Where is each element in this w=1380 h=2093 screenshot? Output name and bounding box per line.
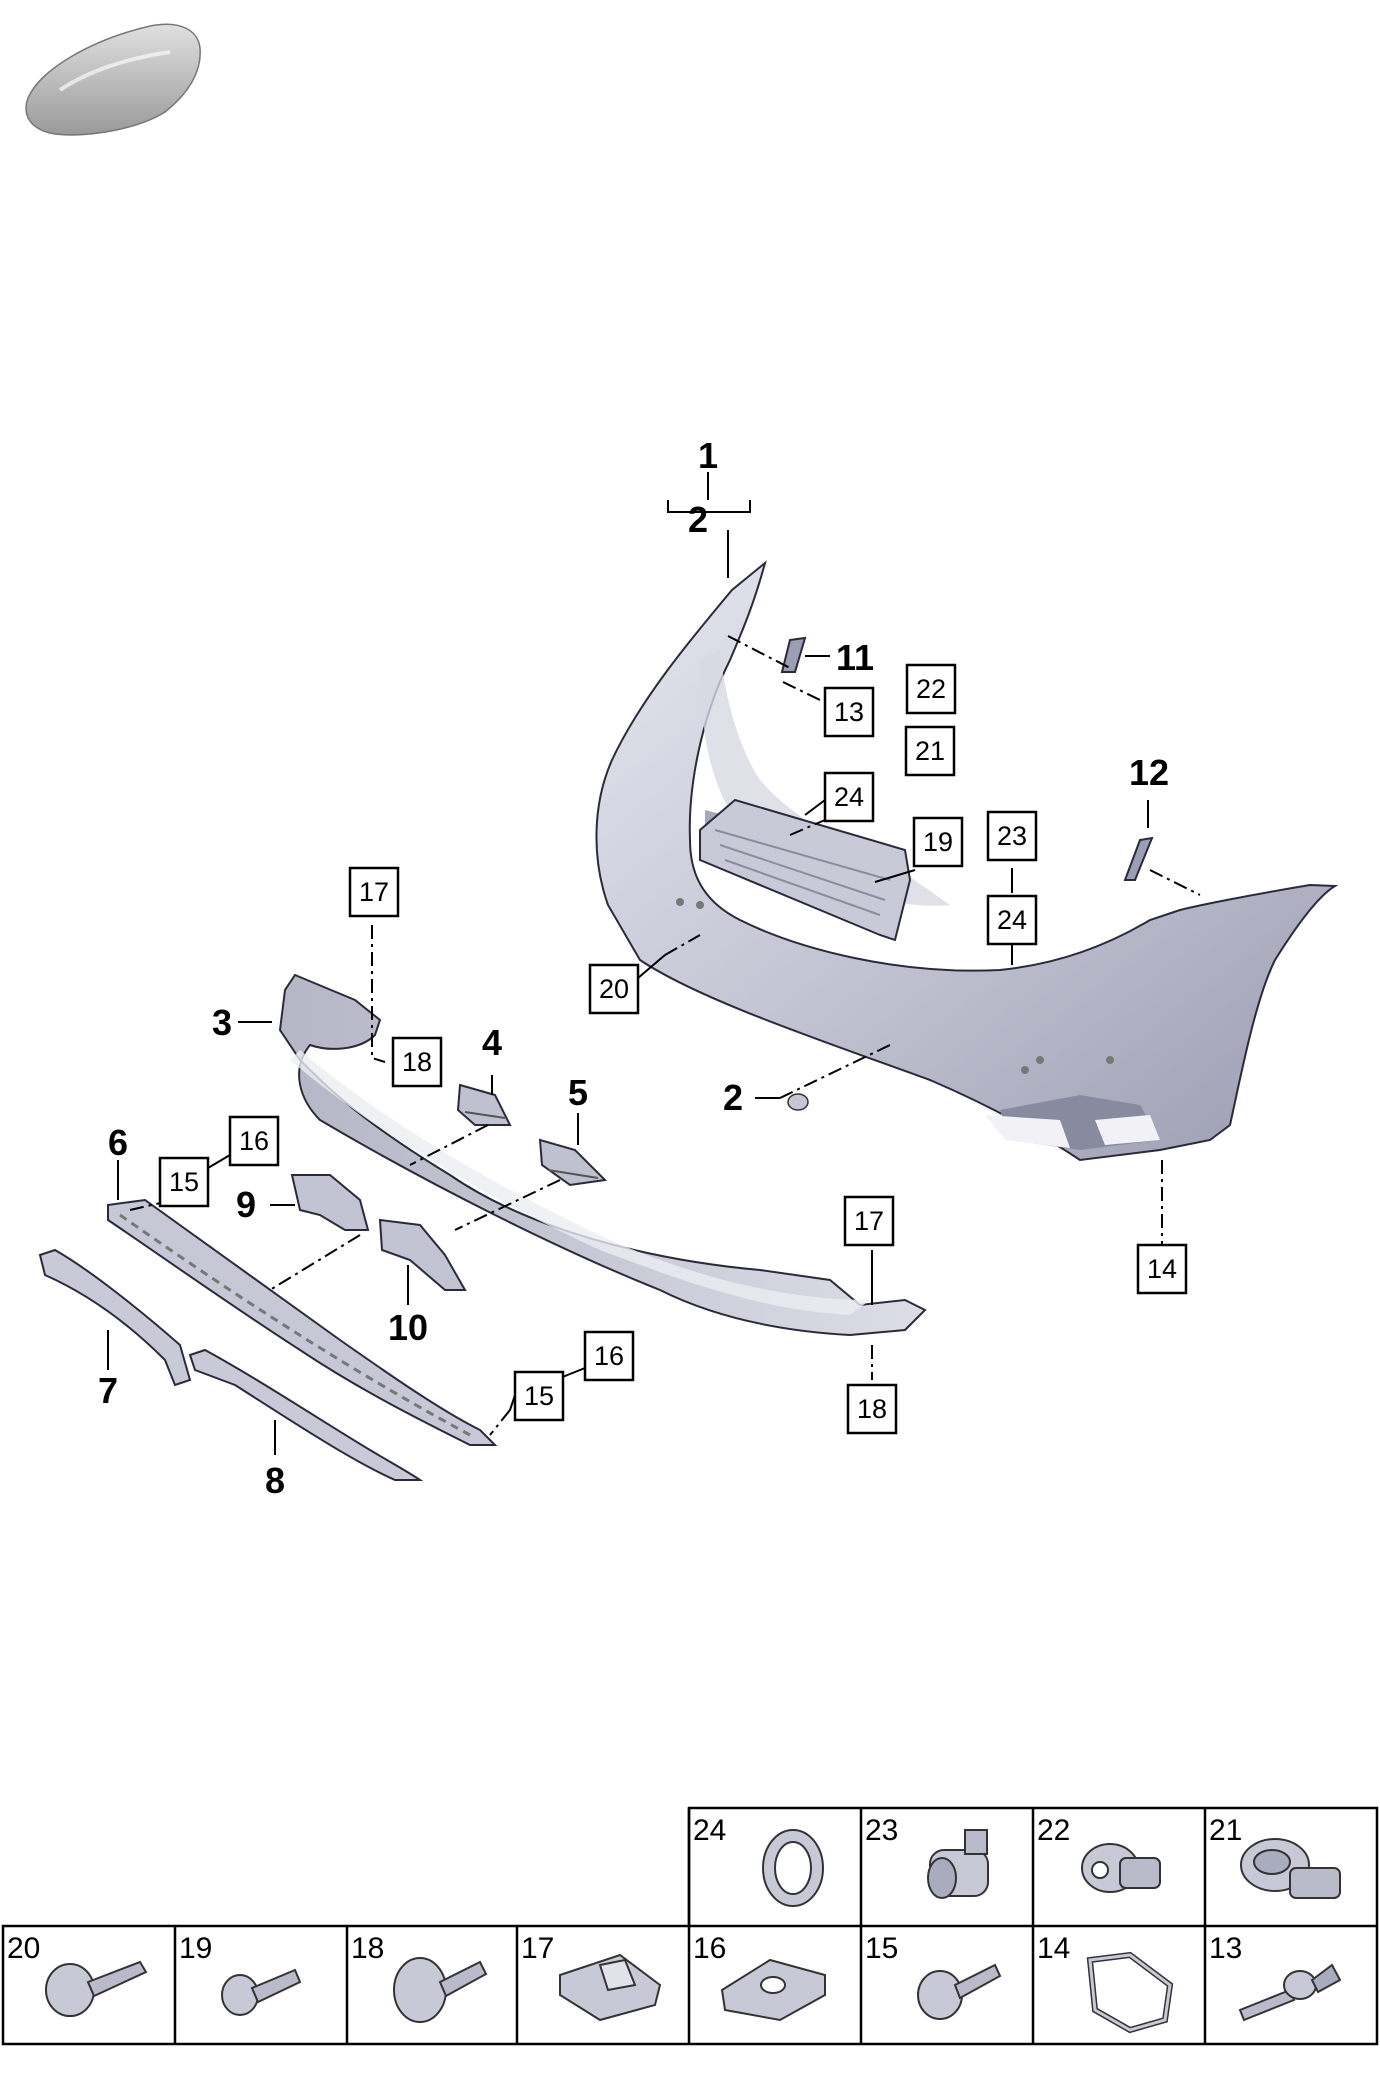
svg-text:18: 18 (402, 1047, 432, 1077)
boxed-callout-17-upper: 17 (348, 866, 400, 918)
callout-1: 1 (698, 435, 718, 476)
trim-strip-12 (1123, 836, 1154, 881)
fastener-23-sensor-icon (927, 1829, 989, 1899)
table-cell-label-24: 24 (693, 1814, 726, 1847)
boxed-callout-22: 22 (905, 663, 957, 715)
table-cell-label-21: 21 (1209, 1814, 1242, 1847)
boxed-callout-18-lower: 18 (846, 1383, 898, 1435)
tow-hook-cover (787, 1093, 809, 1111)
svg-text:16: 16 (239, 1126, 269, 1156)
table-cell-label-20: 20 (7, 1932, 40, 1965)
fastener-18-screw-icon (393, 1957, 488, 2023)
boxed-callout-21: 21 (904, 725, 956, 777)
bracket-4 (456, 1083, 512, 1126)
svg-text:14: 14 (1147, 1254, 1177, 1284)
svg-text:21: 21 (915, 736, 945, 766)
svg-text:13: 13 (834, 697, 864, 727)
svg-text:23: 23 (997, 821, 1027, 851)
boxed-callout-15-upper: 15 (158, 1156, 210, 1208)
callout-3: 3 (212, 1002, 232, 1043)
boxed-callout-24-lower: 24 (986, 894, 1038, 946)
boxed-callout-18-upper: 18 (391, 1036, 443, 1088)
callout-6: 6 (108, 1122, 128, 1163)
callouts-bold: 1 2 11 12 3 4 5 2 6 9 7 10 8 (98, 435, 1169, 1501)
svg-text:24: 24 (997, 905, 1027, 935)
lower-spoiler (278, 973, 927, 1337)
table-cell-label-22: 22 (1037, 1814, 1070, 1847)
svg-text:15: 15 (524, 1381, 554, 1411)
fastener-20-screw-icon (45, 1960, 148, 2017)
fastener-16-nut-clip-icon (720, 1958, 826, 2022)
trim-strip-8 (188, 1348, 424, 1481)
fastener-14-bracket-icon (1086, 1951, 1174, 2034)
svg-text:17: 17 (359, 877, 389, 907)
svg-text:22: 22 (916, 674, 946, 704)
callout-2-top: 2 (688, 499, 708, 540)
callout-4: 4 (482, 1022, 502, 1063)
callout-11: 11 (836, 637, 874, 678)
boxed-callout-16-lower: 16 (583, 1330, 635, 1382)
callout-5: 5 (568, 1072, 588, 1113)
bracket-10 (378, 1218, 467, 1291)
fastener-19-bolt-icon (221, 1968, 302, 2016)
lower-grille-6 (107, 1198, 498, 1446)
table-cell-label-19: 19 (179, 1932, 212, 1965)
boxed-callout-20: 20 (588, 963, 640, 1015)
trim-strip-11 (780, 636, 807, 673)
trim-strip-7 (38, 1248, 192, 1387)
svg-text:20: 20 (599, 974, 629, 1004)
table-cell-label-23: 23 (865, 1814, 898, 1847)
boxed-callout-24-upper: 24 (823, 771, 875, 823)
callout-8: 8 (265, 1460, 285, 1501)
boxed-callout-13: 13 (823, 686, 875, 738)
table-cell-label-15: 15 (865, 1932, 898, 1965)
bracket-9 (290, 1174, 370, 1231)
svg-text:15: 15 (169, 1167, 199, 1197)
callouts-boxed: 22 13 21 24 19 23 24 17 (158, 663, 1188, 1435)
center-bracket (699, 798, 912, 942)
table-cell-label-14: 14 (1037, 1932, 1070, 1965)
fastener-22-sensor-icon (1081, 1843, 1161, 1893)
fastener-17-clip-icon (559, 1953, 662, 2022)
svg-text:17: 17 (854, 1206, 884, 1236)
boxed-callout-16-upper: 16 (228, 1115, 280, 1167)
svg-text:24: 24 (834, 782, 864, 812)
vehicle-thumbnail (25, 23, 201, 136)
table-cell-label-16: 16 (693, 1932, 726, 1965)
callout-12: 12 (1129, 752, 1169, 793)
svg-text:16: 16 (594, 1341, 624, 1371)
boxed-callout-15-lower: 15 (513, 1370, 565, 1422)
fastener-13-rivet-icon (1238, 1963, 1342, 2022)
fastener-15-bolt-icon (917, 1963, 1002, 2020)
callout-9: 9 (236, 1184, 256, 1225)
boxed-callout-14: 14 (1136, 1243, 1188, 1295)
svg-text:18: 18 (857, 1394, 887, 1424)
table-cell-label-18: 18 (351, 1932, 384, 1965)
callout-2-lower: 2 (723, 1077, 743, 1118)
callout-10: 10 (388, 1307, 428, 1348)
table-cell-label-17: 17 (521, 1932, 554, 1965)
fastener-table: 24 23 22 21 20 19 18 17 16 15 14 13 (1, 1806, 1379, 2046)
callout-7: 7 (98, 1370, 118, 1411)
boxed-callout-17-lower: 17 (843, 1195, 895, 1247)
leader-lines (107, 472, 1201, 1455)
fastener-21-sensor-icon (1240, 1838, 1341, 1899)
boxed-callout-23: 23 (986, 810, 1038, 862)
boxed-callout-19: 19 (912, 816, 964, 868)
svg-text:19: 19 (923, 827, 953, 857)
fastener-24-ring-icon (762, 1829, 824, 1907)
table-cell-label-13: 13 (1209, 1932, 1242, 1965)
bracket-5 (538, 1138, 608, 1187)
